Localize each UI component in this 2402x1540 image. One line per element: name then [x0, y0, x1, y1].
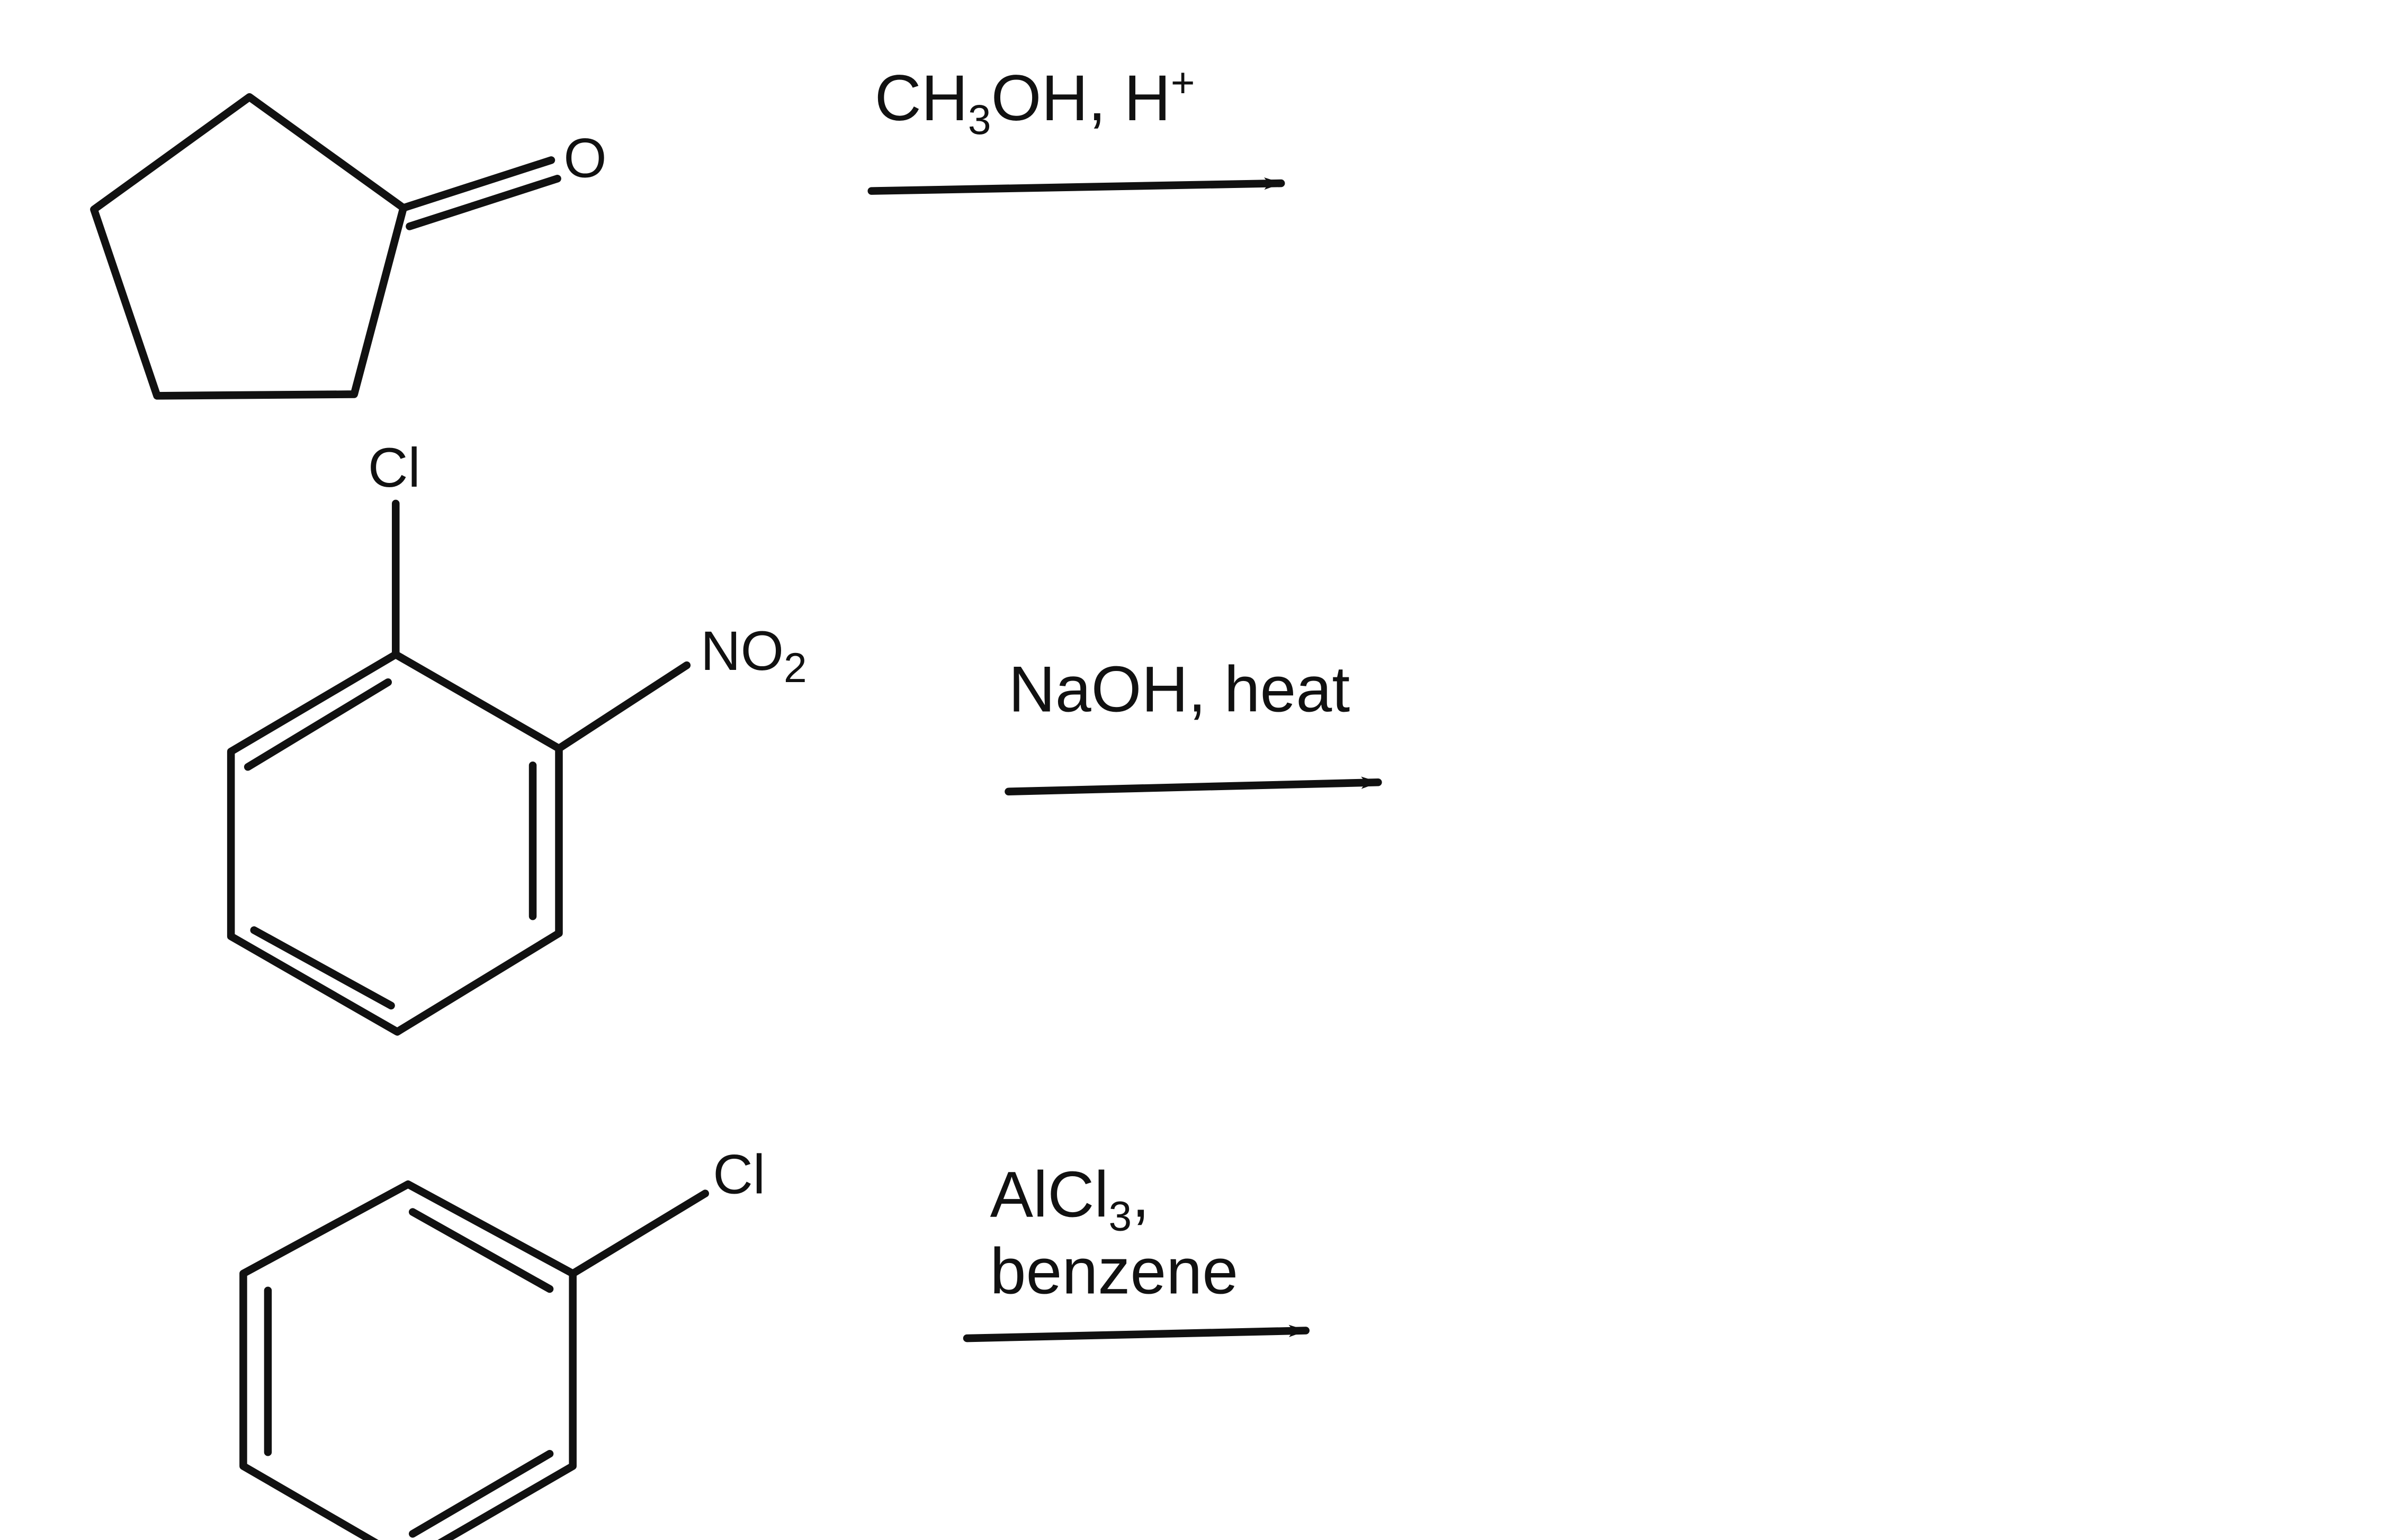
chlorine-label-2: Cl: [368, 437, 420, 499]
c-n-bond-2: [555, 661, 691, 753]
chlorine-label-3: Cl: [713, 1144, 765, 1206]
oxygen-label: O: [563, 127, 606, 189]
reaction-3-arrow: [963, 1324, 1310, 1342]
double-bond-2a: [244, 678, 392, 771]
reaction-1-conditions: CH3OH, H+: [875, 59, 1195, 143]
cyclopentane-ring: [90, 93, 408, 400]
chlorobenzene-structure: Cl: [239, 1144, 765, 1540]
nitro-label: NO2: [701, 620, 807, 691]
reaction-2-conditions: NaOH, heat: [1009, 652, 1350, 725]
reaction-1-arrow: [867, 177, 1285, 195]
carbonyl-bond-2: [406, 175, 561, 230]
double-bond-3a: [408, 1208, 554, 1293]
reaction-2-arrow: [1005, 776, 1382, 795]
benzene-ring-2: [227, 650, 563, 1036]
double-bond-3c: [408, 1449, 554, 1538]
benzene-ring-3: [239, 1180, 577, 1540]
c-cl-bond-3: [569, 1189, 709, 1278]
carbonyl-bond-1: [399, 156, 555, 212]
double-bond-2c: [250, 926, 395, 1010]
reaction-3-conditions: AlCl3, benzene: [990, 1158, 1239, 1307]
reaction-1: O CH3OH, H+: [90, 59, 1285, 400]
cyclopentanone-structure: O: [90, 93, 607, 400]
reaction-3: Cl AlCl3, benzene: [239, 1144, 1310, 1540]
reaction-2: Cl NO2 NaOH, heat: [227, 437, 1382, 1036]
chloronitrobenzene-structure: Cl NO2: [227, 437, 807, 1036]
